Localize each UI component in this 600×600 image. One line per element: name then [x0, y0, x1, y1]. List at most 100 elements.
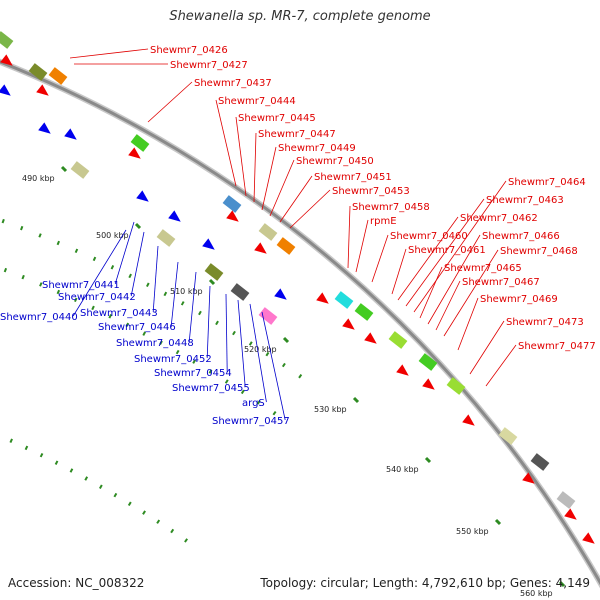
scale-dot-0	[127, 501, 132, 507]
gene-arrow	[342, 318, 355, 330]
scale-dot-1	[39, 282, 43, 287]
inner-gene-label: Shewmr7_0454	[154, 368, 232, 379]
backbone-layer	[0, 58, 600, 589]
kbp-tick-label: 540 kbp	[386, 465, 419, 474]
inner-gene-label: Shewmr7_0442	[58, 292, 136, 303]
scale-dot-2	[215, 320, 219, 326]
outer-label-leader	[457, 297, 479, 351]
scale-dot-2	[128, 273, 132, 279]
gene-layer	[0, 31, 595, 544]
kbp-tick-mark	[352, 396, 360, 404]
outer-gene-label: Shewmr7_0451	[314, 172, 392, 183]
scale-dot-1	[224, 379, 229, 384]
gene-block	[498, 427, 518, 445]
inner-label-leader	[261, 311, 286, 421]
gene-block	[354, 303, 374, 321]
outer-gene-label: Shewmr7_0450	[296, 156, 374, 167]
scale-dot-1	[159, 340, 163, 345]
scale-dot-1	[74, 297, 78, 303]
gene-block	[48, 67, 68, 85]
scale-dot-1	[256, 400, 261, 405]
accession-text: Accession: NC_008322	[8, 576, 145, 590]
scale-dot-1	[3, 267, 8, 273]
outer-label-leader	[355, 219, 369, 273]
gene-arrow	[168, 210, 181, 222]
scale-dot-1	[208, 369, 213, 374]
gene-arrow	[136, 190, 149, 202]
outer-gene-label: Shewmr7_0427	[170, 60, 248, 71]
kbp-tick-mark	[494, 518, 502, 526]
outer-gene-label: Shewmr7_0468	[500, 246, 578, 257]
gene-block	[222, 195, 242, 213]
outer-label-leader	[289, 189, 331, 229]
outer-label-leader	[371, 234, 389, 283]
scale-dot-2	[92, 256, 97, 262]
gene-block	[28, 63, 48, 81]
kbp-tick-mark	[282, 336, 290, 344]
backbone-line	[0, 60, 600, 586]
outer-gene-label: Shewmr7_0458	[352, 202, 430, 213]
gene-block	[130, 134, 150, 152]
outer-gene-label: Shewmr7_0449	[278, 143, 356, 154]
gene-arrow	[0, 54, 13, 66]
kbp-tick-mark	[134, 222, 142, 230]
inner-gene-label: Shewmr7_0441	[42, 280, 120, 291]
inner-gene-label: Shewmr7_0448	[116, 338, 194, 349]
scale-dot-2	[110, 265, 115, 270]
kbp-tick-mark	[558, 580, 566, 588]
scale-dot-1	[108, 313, 113, 319]
outer-gene-label: Shewmr7_0437	[194, 78, 272, 89]
gene-block	[446, 377, 466, 395]
kbp-tick-label: 490 kbp	[22, 174, 55, 183]
scale-dot-0	[98, 484, 103, 489]
inner-gene-label: Shewmr7_0440	[0, 312, 78, 323]
outer-label-leader	[405, 198, 485, 307]
gene-block	[334, 291, 354, 309]
inner-label-leader	[170, 261, 179, 327]
scale-dot-2	[146, 282, 150, 288]
outer-label-leader	[347, 205, 351, 269]
scale-dot-2	[56, 240, 61, 246]
scale-dot-0	[156, 519, 161, 524]
outer-gene-label: rpmE	[370, 216, 397, 227]
gene-block	[258, 223, 278, 241]
inner-label-leader	[114, 221, 135, 285]
outer-label-leader	[419, 266, 443, 319]
scale-dot-0	[142, 510, 146, 515]
gene-block	[258, 307, 278, 325]
outer-label-leader	[485, 344, 517, 387]
kbp-tick-label: 560 kbp	[520, 589, 553, 598]
outer-gene-label: Shewmr7_0467	[462, 277, 540, 288]
gene-arrow	[364, 332, 377, 344]
kbp-tick-mark	[424, 456, 432, 464]
scale-dot-2	[298, 374, 303, 379]
gene-block	[204, 263, 224, 281]
inner-label-leader	[72, 229, 127, 317]
scale-dot-0	[113, 492, 118, 498]
scale-dot-1	[125, 322, 130, 328]
inner-gene-label: argS	[242, 398, 265, 409]
scale-dot-0	[69, 468, 74, 473]
outer-gene-label: Shewmr7_0426	[150, 45, 228, 56]
outer-gene-label: Shewmr7_0453	[332, 186, 410, 197]
gene-block	[276, 237, 296, 255]
label-layer: Shewmr7_0426Shewmr7_0427Shewmr7_0437Shew…	[0, 45, 596, 427]
scale-dot-2	[1, 218, 5, 224]
scale-dot-0	[184, 538, 189, 543]
scale-dot-2	[38, 233, 42, 238]
gene-arrow	[64, 128, 77, 140]
topology-text: Topology: circular; Length: 4,792,610 bp…	[260, 576, 590, 590]
scale-dot-2	[198, 310, 202, 316]
inner-gene-label: Shewmr7_0457	[212, 416, 290, 427]
scale-dot-0	[54, 460, 59, 465]
outer-label-leader	[397, 216, 459, 301]
gene-block	[230, 283, 250, 301]
outer-gene-label: Shewmr7_0464	[508, 177, 586, 188]
scale-dot-1	[21, 274, 25, 280]
outer-gene-label: Shewmr7_0444	[218, 96, 296, 107]
scale-dot-1	[192, 359, 197, 364]
outer-label-leader	[215, 99, 237, 187]
